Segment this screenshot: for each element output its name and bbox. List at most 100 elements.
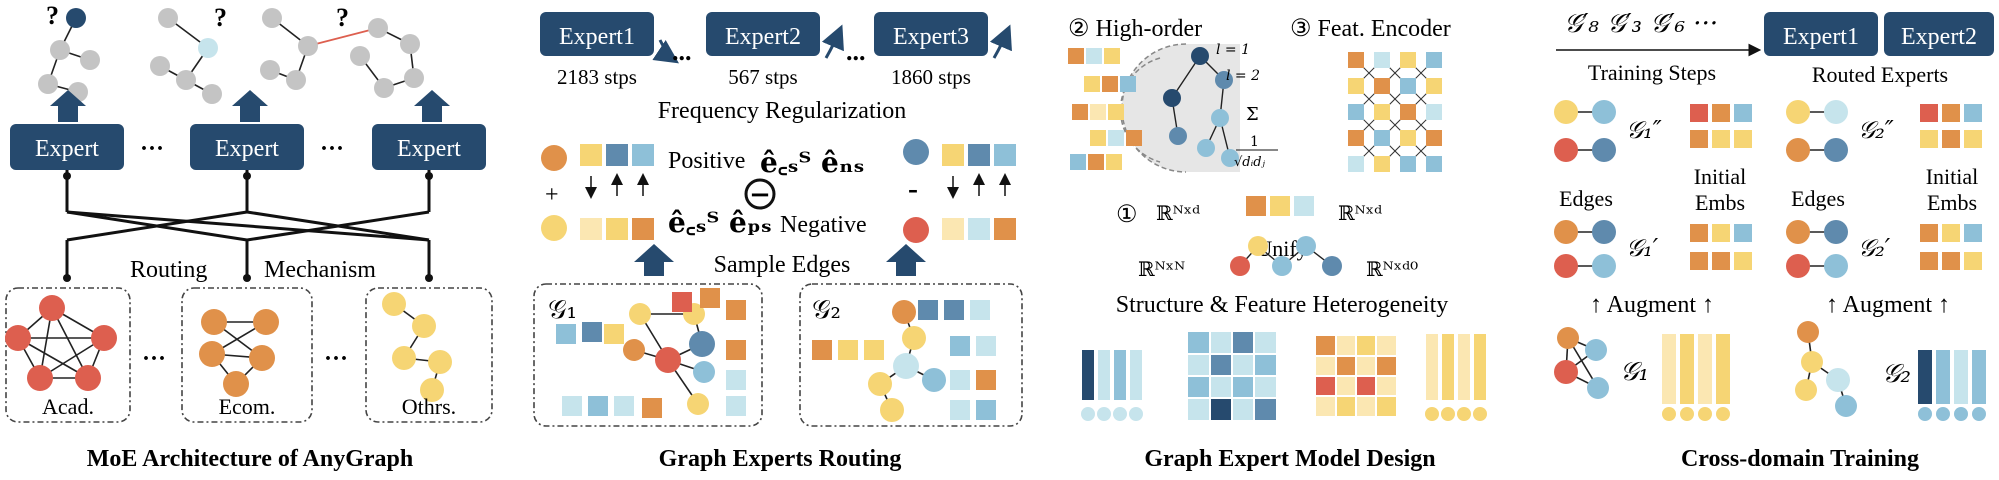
- r-nd0: ℝᴺˣᵈ⁰: [1366, 257, 1418, 281]
- sample-arrow-2: [886, 244, 926, 276]
- cd-expert-1[interactable]: Expert1: [1764, 12, 1878, 56]
- positive-embedding-row: [580, 144, 654, 166]
- negative-formula: ê꜀ₛᵀ êₚₛ: [668, 206, 772, 239]
- edges-label-right: Edges: [1791, 186, 1845, 211]
- sigma-label: Σ: [1246, 104, 1259, 125]
- domain-label-acad: Acad.: [42, 394, 94, 419]
- g1-prime-label: 𝒢₁′: [1626, 234, 1659, 262]
- up-arrow-3: [414, 90, 450, 122]
- steps-expert-3: 1860 stps: [891, 65, 971, 89]
- positive-formula: ê꜀ₛᵀ êₙₛ: [760, 146, 864, 179]
- increase-arrow-icon-2: [989, 24, 1012, 59]
- routed-experts-label: Routed Experts: [1812, 62, 1948, 87]
- cd-expert-2[interactable]: Expert2: [1884, 12, 1994, 56]
- g2-double-prime-embs: [1920, 104, 1982, 148]
- g1-double-prime-edges: [1554, 100, 1616, 162]
- routing-ellipsis-1: ...: [672, 37, 692, 66]
- unified-embedding: [1246, 196, 1314, 216]
- g2-source-graph: [1795, 321, 1857, 417]
- g1-source-graph: [1554, 327, 1609, 399]
- domain-box-ecom: Ecom.: [181, 287, 313, 423]
- g2-feature-bars: [1918, 350, 1986, 421]
- r-nd-left: ℝᴺˣᵈ: [1156, 201, 1200, 225]
- norm-numerator: 1: [1250, 134, 1259, 150]
- routing-expert-2[interactable]: Expert2: [706, 12, 820, 56]
- domain-label-ecom: Ecom.: [219, 394, 276, 419]
- routing-expert-3[interactable]: Expert3: [874, 12, 988, 56]
- g2-prime-embs: [1920, 224, 1982, 270]
- sample-edges-label: Sample Edges: [714, 252, 851, 278]
- feat-encoder-label: ③ Feat. Encoder: [1290, 16, 1451, 42]
- expert-label-3: Expert: [397, 136, 461, 162]
- hetero-adjacency-matrix: [1188, 332, 1276, 420]
- steps-expert-2: 567 stps: [728, 65, 797, 89]
- graph-sequence: 𝒢′₈ 𝒢′₃ 𝒢′₆ ···: [1564, 9, 1718, 39]
- hetero-bars-1: [1081, 350, 1143, 421]
- r-nd-right: ℝᴺˣᵈ: [1338, 201, 1382, 225]
- expert-box-3[interactable]: Expert: [372, 124, 486, 170]
- anchor-node-2-negative: [903, 217, 929, 243]
- question-mark-2: ?: [214, 3, 227, 32]
- negative-embedding-row: [580, 218, 654, 240]
- domain-label-othrs: Othrs.: [402, 394, 456, 419]
- unify-number: ①: [1116, 202, 1138, 228]
- embs-label-right: Embs: [1927, 190, 1977, 215]
- g2-source-label: 𝒢₂: [1882, 359, 1911, 389]
- decrease-arrow-icon: [652, 39, 679, 64]
- up-arrow-1: [50, 90, 86, 122]
- frequency-regularization-label: Frequency Regularization: [658, 98, 907, 124]
- caption-experts-routing: Graph Experts Routing: [659, 446, 902, 472]
- negative-embedding-row-2: [942, 218, 1016, 240]
- heterogeneity-label: Structure & Feature Heterogeneity: [1116, 292, 1449, 318]
- subtract-circle-sign: −: [749, 180, 771, 210]
- pairwise-arrows-left: [585, 173, 649, 199]
- augment-label-left: ↑ Augment ↑: [1590, 292, 1714, 318]
- routing-expert-1-label: Expert1: [559, 24, 635, 50]
- graph-nodes-top: [38, 8, 424, 104]
- positive-embedding-row-2: [942, 144, 1016, 166]
- pairwise-arrows-right: [947, 173, 1011, 199]
- caption-moe-architecture: MoE Architecture of AnyGraph: [87, 446, 413, 472]
- ellipsis-2: ···: [320, 136, 344, 162]
- negative-label: Negative: [780, 212, 867, 238]
- sample-arrow-1: [634, 244, 674, 276]
- l1-label: l = 1: [1216, 42, 1250, 58]
- graph-label-g1: 𝒢₁: [548, 295, 577, 325]
- l2-label: l = 2: [1226, 68, 1260, 84]
- g1-double-prime-embs: [1690, 104, 1752, 148]
- routing-joints: [63, 172, 433, 282]
- g1-double-prime-label: 𝒢₁″: [1626, 116, 1662, 144]
- g1-prime-embs: [1690, 224, 1752, 270]
- routing-expert-2-label: Expert2: [725, 24, 801, 50]
- edges-label-left: Edges: [1559, 186, 1613, 211]
- g2-prime-label: 𝒢₂′: [1858, 234, 1891, 262]
- cd-expert-2-label: Expert2: [1901, 24, 1977, 50]
- domain-box-acad: Acad.: [5, 287, 131, 423]
- expert-box-1[interactable]: Expert: [10, 124, 124, 170]
- ellipsis-4: ···: [324, 346, 348, 372]
- g1-source-label: 𝒢₁: [1620, 357, 1649, 387]
- ellipsis-3: ···: [142, 346, 166, 372]
- high-order-label: ② High-order: [1068, 16, 1202, 42]
- g1-feature-bars: [1662, 334, 1730, 421]
- embs-label-left: Embs: [1695, 190, 1745, 215]
- steps-expert-1: 2183 stps: [557, 65, 637, 89]
- caption-cross-domain-training: Cross-domain Training: [1681, 446, 1919, 472]
- caption-expert-model-design: Graph Expert Model Design: [1144, 446, 1435, 472]
- panel-experts-routing: Expert1 ... Expert2 ... Expert3 2183 stp…: [533, 12, 1023, 472]
- subtract-circle-icon: [744, 178, 776, 210]
- hetero-bars-2: [1425, 334, 1487, 421]
- question-mark-1: ?: [46, 1, 59, 30]
- up-arrow-2: [232, 90, 268, 122]
- r-nn: ℝᴺˣᴺ: [1138, 257, 1185, 281]
- graph-box-g1: 𝒢₁: [533, 283, 763, 427]
- augment-label-right: ↑ Augment ↑: [1826, 292, 1950, 318]
- expert-box-2[interactable]: Expert: [190, 124, 304, 170]
- expert-label-1: Expert: [35, 136, 99, 162]
- g2-double-prime-edges: [1786, 100, 1848, 162]
- increase-arrow-icon-1: [821, 24, 844, 59]
- routing-expert-1[interactable]: Expert1: [540, 12, 654, 56]
- high-order-propagation: l = 1 l = 2 Σ 1 √dᵢdⱼ: [1068, 42, 1278, 173]
